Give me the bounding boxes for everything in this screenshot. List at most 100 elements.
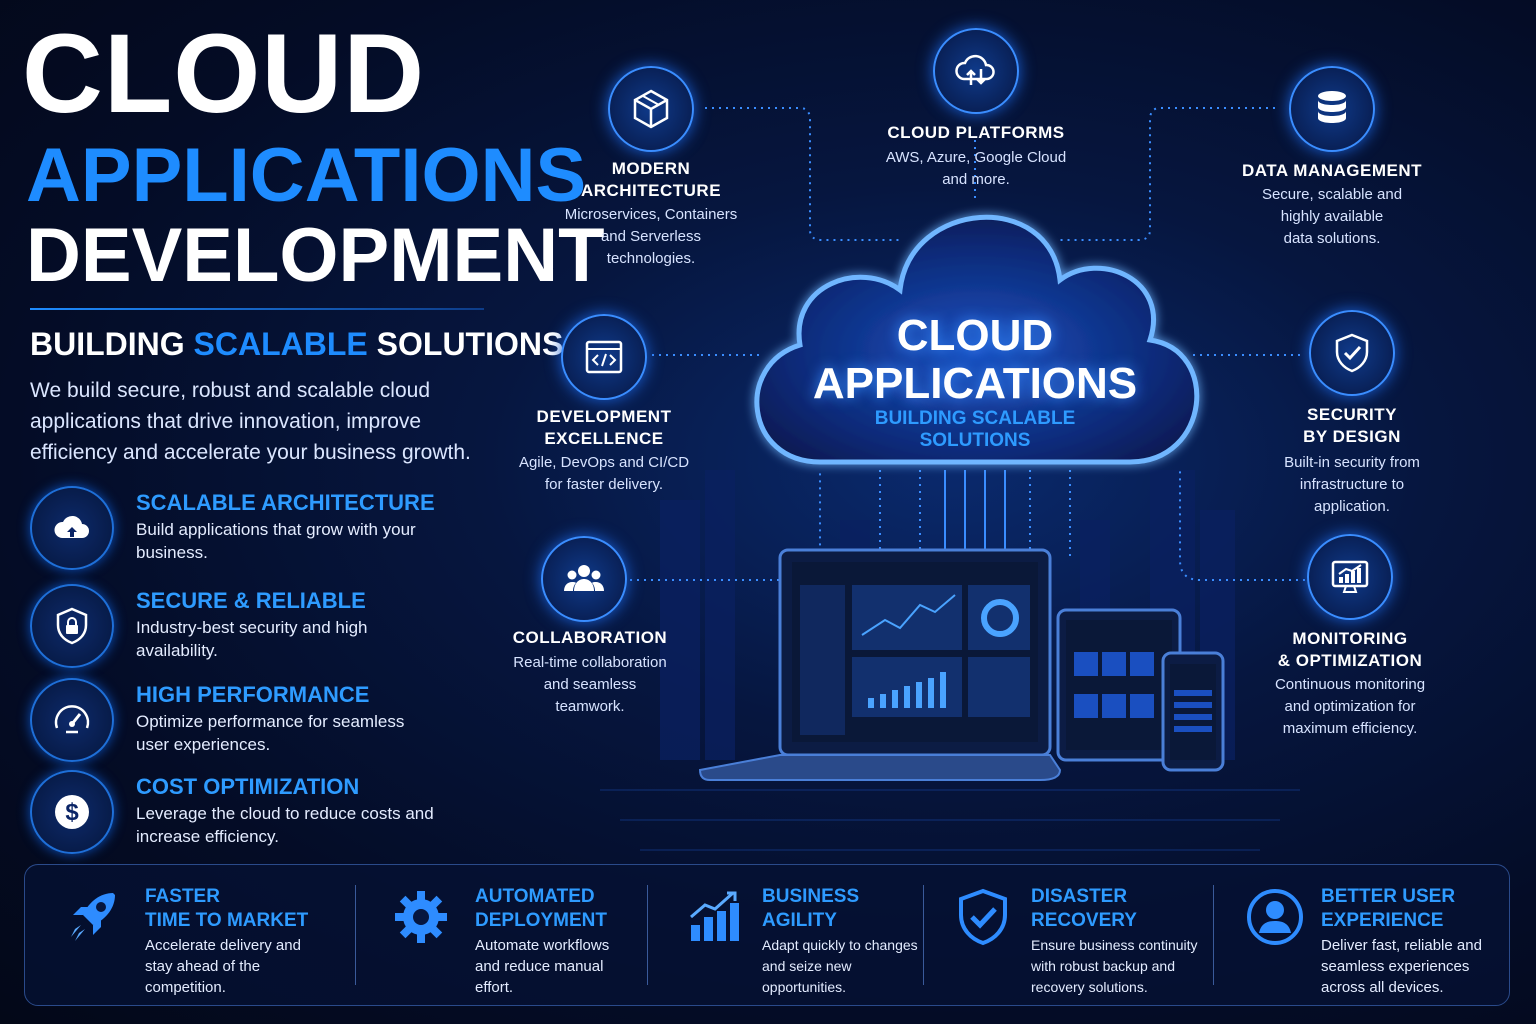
benefit-desc: Accelerate delivery and stay ahead of th… (145, 935, 301, 998)
benefit-desc-line: and seize new (762, 958, 852, 974)
cloud-transfer-icon (933, 28, 1019, 114)
tagline-highlight: SCALABLE (193, 326, 368, 362)
benefit-automated-deployment: AUTOMATED DEPLOYMENT Automate workflows … (355, 865, 647, 1005)
benefit-title-line: TIME TO MARKET (145, 910, 309, 931)
shield-check-icon (1309, 310, 1395, 396)
benefit-title-line: DEPLOYMENT (475, 910, 607, 931)
node-desc-line: Secure, scalable and (1261, 186, 1403, 203)
node-desc-line: application. (1314, 498, 1390, 515)
node-title-line: BY DESIGN (1303, 427, 1401, 446)
benefit-desc-line: and reduce manual (475, 958, 604, 975)
feature-desc: Industry-best security and high availabi… (136, 618, 368, 660)
feature-high-performance: HIGH PERFORMANCE Optimize performance fo… (30, 678, 500, 766)
node-desc: Real-time collaboration and seamless tea… (490, 652, 690, 718)
feature-title: COST OPTIMIZATION (136, 774, 360, 799)
vertical-data-lines (944, 470, 1006, 555)
benefit-desc-line: seamless experiences (1321, 958, 1470, 975)
node-desc-line: AWS, Azure, Google Cloud (885, 149, 1067, 166)
tagline: BUILDING SCALABLE SOLUTIONS (30, 326, 563, 363)
benefit-title-line: AUTOMATED (475, 886, 595, 907)
node-title: DATA MANAGEMENT (1242, 161, 1422, 180)
benefit-title: AUTOMATED DEPLOYMENT (475, 885, 607, 933)
node-title: MODERN ARCHITECTURE (551, 158, 751, 202)
node-desc-line: for faster delivery. (544, 476, 664, 493)
diagram-graphics (600, 107, 1305, 851)
node-desc: Agile, DevOps and CI/CD for faster deliv… (494, 452, 714, 496)
team-icon (541, 536, 627, 622)
benefit-desc-line: Accelerate delivery and (145, 937, 301, 954)
node-desc-line: Real-time collaboration (513, 654, 667, 671)
benefit-title: BUSINESS AGILITY (762, 885, 859, 933)
node-desc: Continuous monitoring and optimization f… (1250, 674, 1450, 740)
central-cloud (754, 215, 1200, 465)
feature-title: HIGH PERFORMANCE (136, 682, 370, 707)
cloud-title: CLOUD APPLICATIONS (800, 312, 1150, 408)
cube-icon (608, 66, 694, 152)
feature-title: SCALABLE ARCHITECTURE (136, 490, 435, 515)
tablet (1056, 608, 1182, 762)
node-desc: Secure, scalable and highly available da… (1222, 184, 1442, 250)
benefit-title-line: BETTER USER (1321, 886, 1456, 907)
benefit-title-line: RECOVERY (1031, 910, 1137, 931)
node-desc-line: teamwork. (555, 698, 625, 715)
benefit-title-line: AGILITY (762, 910, 837, 931)
node-title: COLLABORATION (512, 628, 668, 647)
benefit-title: BETTER USER EXPERIENCE (1321, 885, 1455, 933)
node-title: CLOUD PLATFORMS (887, 123, 1065, 142)
tagline-pre: BUILDING (30, 326, 194, 362)
node-desc-line: and optimization for (1284, 698, 1416, 715)
benefit-desc-line: with robust backup and (1031, 958, 1175, 974)
benefit-desc: Ensure business continuity with robust b… (1031, 935, 1198, 998)
cloud-subtitle: BUILDING SCALABLE SOLUTIONS (820, 408, 1130, 452)
connectors (630, 107, 1305, 581)
benefit-desc-line: effort. (475, 979, 514, 996)
node-desc: Microservices, Containers and Serverless… (541, 204, 761, 270)
benefit-divider (1213, 885, 1214, 985)
feature-desc: Leverage the cloud to reduce costs and i… (136, 804, 434, 846)
node-desc-line: and more. (942, 171, 1010, 188)
benefit-business-agility: BUSINESS AGILITY Adapt quickly to change… (647, 865, 923, 1005)
node-desc-line: and seamless (543, 676, 637, 693)
node-desc-line: maximum efficiency. (1282, 720, 1418, 737)
node-desc: AWS, Azure, Google Cloud and more. (876, 147, 1076, 191)
benefit-divider (647, 885, 648, 985)
cloud-subtitle-line2: SOLUTIONS (919, 430, 1031, 451)
benefit-desc-line: stay ahead of the (145, 958, 261, 975)
node-title-line: & OPTIMIZATION (1277, 651, 1423, 670)
benefit-desc-line: Automate workflows (475, 937, 610, 954)
benefit-better-user-experience: BETTER USER EXPERIENCE Deliver fast, rel… (1213, 865, 1507, 1005)
benefit-desc-line: Adapt quickly to changes (762, 937, 918, 953)
benefit-desc-line: Deliver fast, reliable and (1321, 937, 1482, 954)
node-desc-line: Agile, DevOps and CI/CD (518, 454, 690, 471)
user-icon (1247, 889, 1303, 945)
node-title: MONITORING & OPTIMIZATION (1250, 628, 1450, 672)
benefit-title-line: DISASTER (1031, 886, 1128, 907)
title-applications: APPLICATIONS (26, 133, 587, 218)
dollar-icon: $ (30, 770, 114, 854)
benefit-desc: Deliver fast, reliable and seamless expe… (1321, 935, 1482, 998)
benefit-title: FASTER TIME TO MARKET (145, 885, 308, 933)
benefit-desc-line: opportunities. (762, 979, 847, 995)
node-title-line: SECURITY (1307, 405, 1397, 424)
title-cloud: CLOUD (22, 11, 426, 136)
cloud-subtitle-line1: BUILDING SCALABLE (874, 408, 1076, 429)
benefit-desc-line: competition. (145, 979, 226, 996)
node-desc-line: highly available (1280, 208, 1384, 225)
code-window-icon (561, 314, 647, 400)
benefit-desc: Automate workflows and reduce manual eff… (475, 935, 609, 998)
node-desc-line: infrastructure to (1299, 476, 1405, 493)
rocket-icon (71, 893, 115, 941)
benefit-divider (355, 885, 356, 985)
feature-title: SECURE & RELIABLE (136, 588, 366, 613)
feature-secure-reliable: SECURE & RELIABLE Industry-best security… (30, 584, 500, 672)
feature-scalable-architecture: SCALABLE ARCHITECTURE Build applications… (30, 486, 500, 574)
node-title-line: EXCELLENCE (544, 429, 664, 448)
node-desc: Built-in security from infrastructure to… (1252, 452, 1452, 518)
node-title: DEVELOPMENT EXCELLENCE (504, 406, 704, 450)
node-title-line: DEVELOPMENT (536, 407, 672, 426)
benefit-divider (923, 885, 924, 985)
node-title: SECURITY BY DESIGN (1252, 404, 1452, 448)
node-title-line: MODERN (611, 159, 691, 178)
benefit-desc: Adapt quickly to changes and seize new o… (762, 935, 918, 998)
node-desc-line: Microservices, Containers (564, 206, 738, 223)
